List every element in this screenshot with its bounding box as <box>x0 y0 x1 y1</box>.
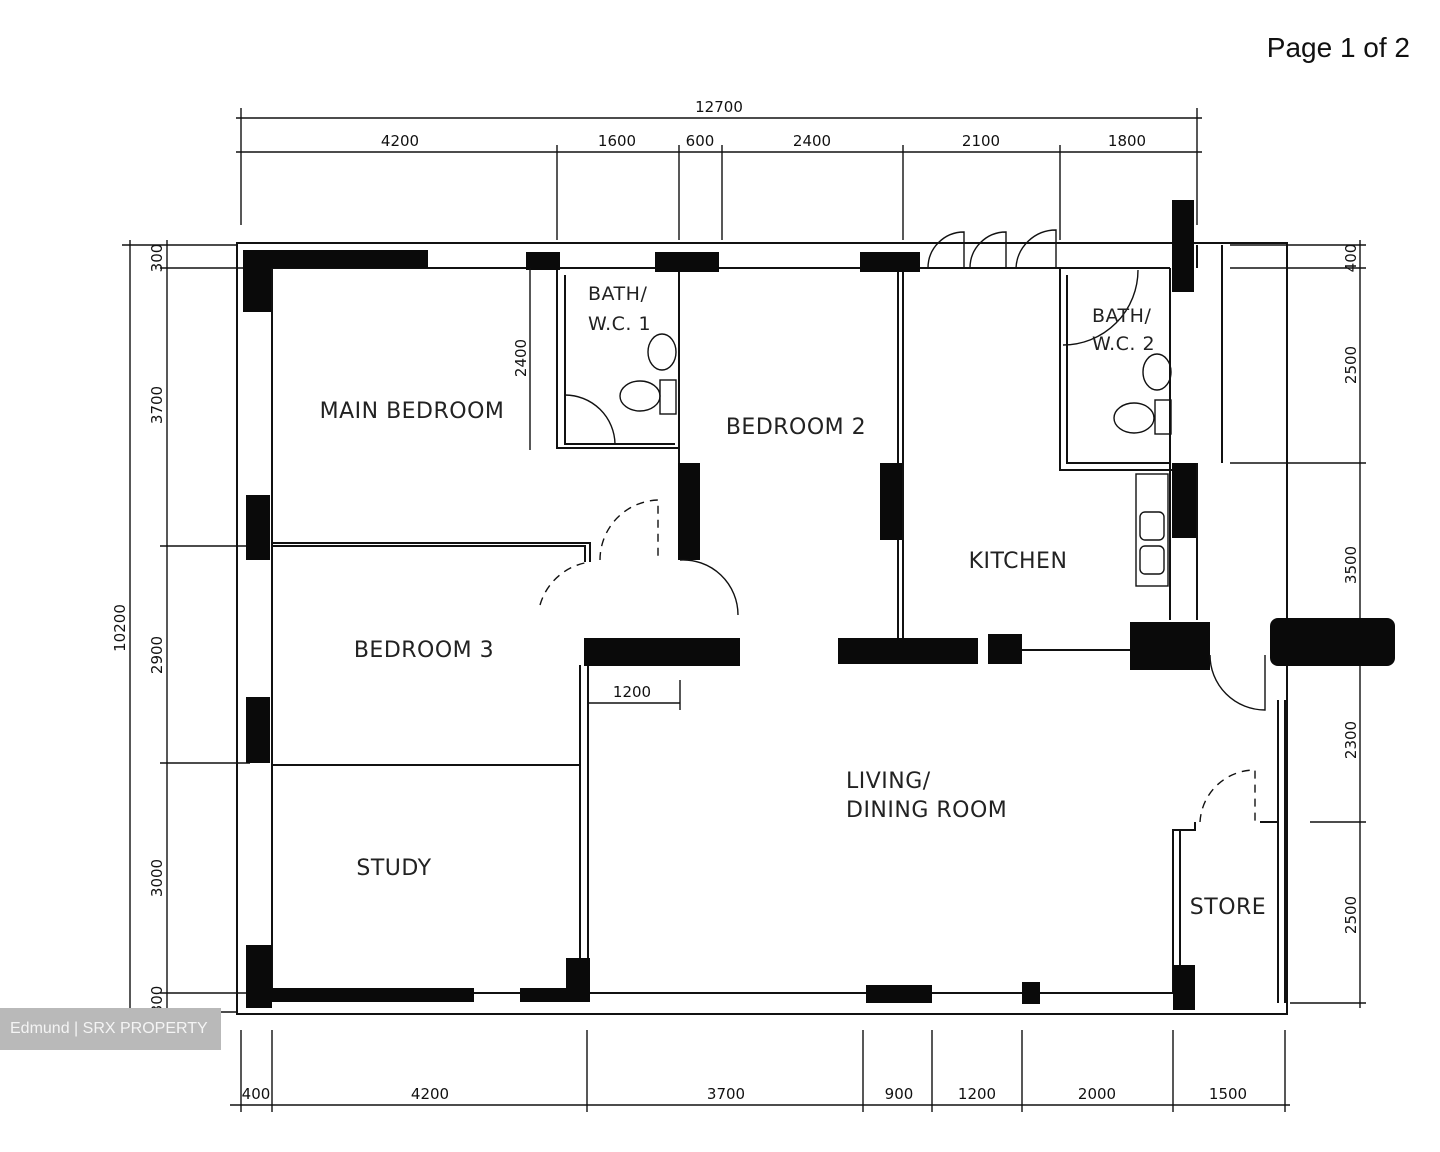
dim-top-total: 12700 <box>695 98 743 116</box>
dim-left: 3700 <box>148 386 166 424</box>
room-main-bedroom: MAIN BEDROOM <box>320 399 505 424</box>
bottom-dimensions: 400 4200 3700 900 1200 2000 1500 <box>230 1030 1290 1112</box>
toilet-icon <box>619 380 661 412</box>
dim-top: 2400 <box>793 132 831 150</box>
sink-icon <box>1142 353 1172 391</box>
dim-top: 1600 <box>598 132 636 150</box>
inner-dimensions: 2400 1200 <box>512 268 681 710</box>
room-store: STORE <box>1190 895 1266 920</box>
watermark: Edmund | SRX PROPERTY <box>0 1008 221 1050</box>
room-bath1-label: BATH/ <box>588 283 647 305</box>
room-living: DINING ROOM <box>846 798 1007 823</box>
dim-right: 2500 <box>1342 346 1360 384</box>
dim-bottom: 1500 <box>1209 1085 1247 1103</box>
room-living: LIVING/ <box>846 769 931 794</box>
door-swings <box>539 229 1266 823</box>
dim-right: 3500 <box>1342 546 1360 584</box>
dim-left: 300 <box>148 244 166 273</box>
dim-bottom: 3700 <box>707 1085 745 1103</box>
room-bath1-label: W.C. 1 <box>588 313 651 335</box>
dim-top: 4200 <box>381 132 419 150</box>
room-bath2-label: W.C. 2 <box>1092 333 1155 355</box>
dim-bottom: 400 <box>242 1085 271 1103</box>
room-bath2-label: BATH/ <box>1092 305 1151 327</box>
dim-bottom: 2000 <box>1078 1085 1116 1103</box>
dim-left: 2900 <box>148 636 166 674</box>
dim-bottom: 1200 <box>958 1085 996 1103</box>
dim-bottom: 900 <box>885 1085 914 1103</box>
toilet-icon <box>1113 402 1155 434</box>
kitchen-sink-icon <box>1135 473 1169 587</box>
room-labels: MAIN BEDROOM BATH/ W.C. 1 BEDROOM 2 BATH… <box>320 283 1266 920</box>
room-bedroom-3: BEDROOM 3 <box>354 638 494 663</box>
dim-right: 2300 <box>1342 721 1360 759</box>
page-number: Page 1 of 2 <box>1266 32 1410 63</box>
dim-bottom: 4200 <box>411 1085 449 1103</box>
dim-top: 1800 <box>1108 132 1146 150</box>
dim-bath1: 2400 <box>512 339 530 377</box>
dim-right: 400 <box>1342 244 1360 273</box>
top-dimensions: 12700 4200 1600 600 2400 2100 1800 <box>236 98 1202 240</box>
room-bedroom-2: BEDROOM 2 <box>726 415 866 440</box>
dim-left-total: 10200 <box>111 604 129 652</box>
dim-top: 600 <box>686 132 715 150</box>
dim-top: 2100 <box>962 132 1000 150</box>
dim-corridor: 1200 <box>613 683 651 701</box>
columns <box>243 200 1395 1010</box>
sink-icon <box>647 333 677 371</box>
fixtures <box>619 333 1172 587</box>
dim-left: 3000 <box>148 859 166 897</box>
room-kitchen: KITCHEN <box>969 549 1068 574</box>
walls <box>236 242 1288 1015</box>
room-study: STUDY <box>356 856 431 881</box>
left-dimensions: 10200 300 3700 2900 3000 300 <box>111 240 250 1018</box>
dim-left: 300 <box>148 986 166 1015</box>
dim-right: 2500 <box>1342 896 1360 934</box>
